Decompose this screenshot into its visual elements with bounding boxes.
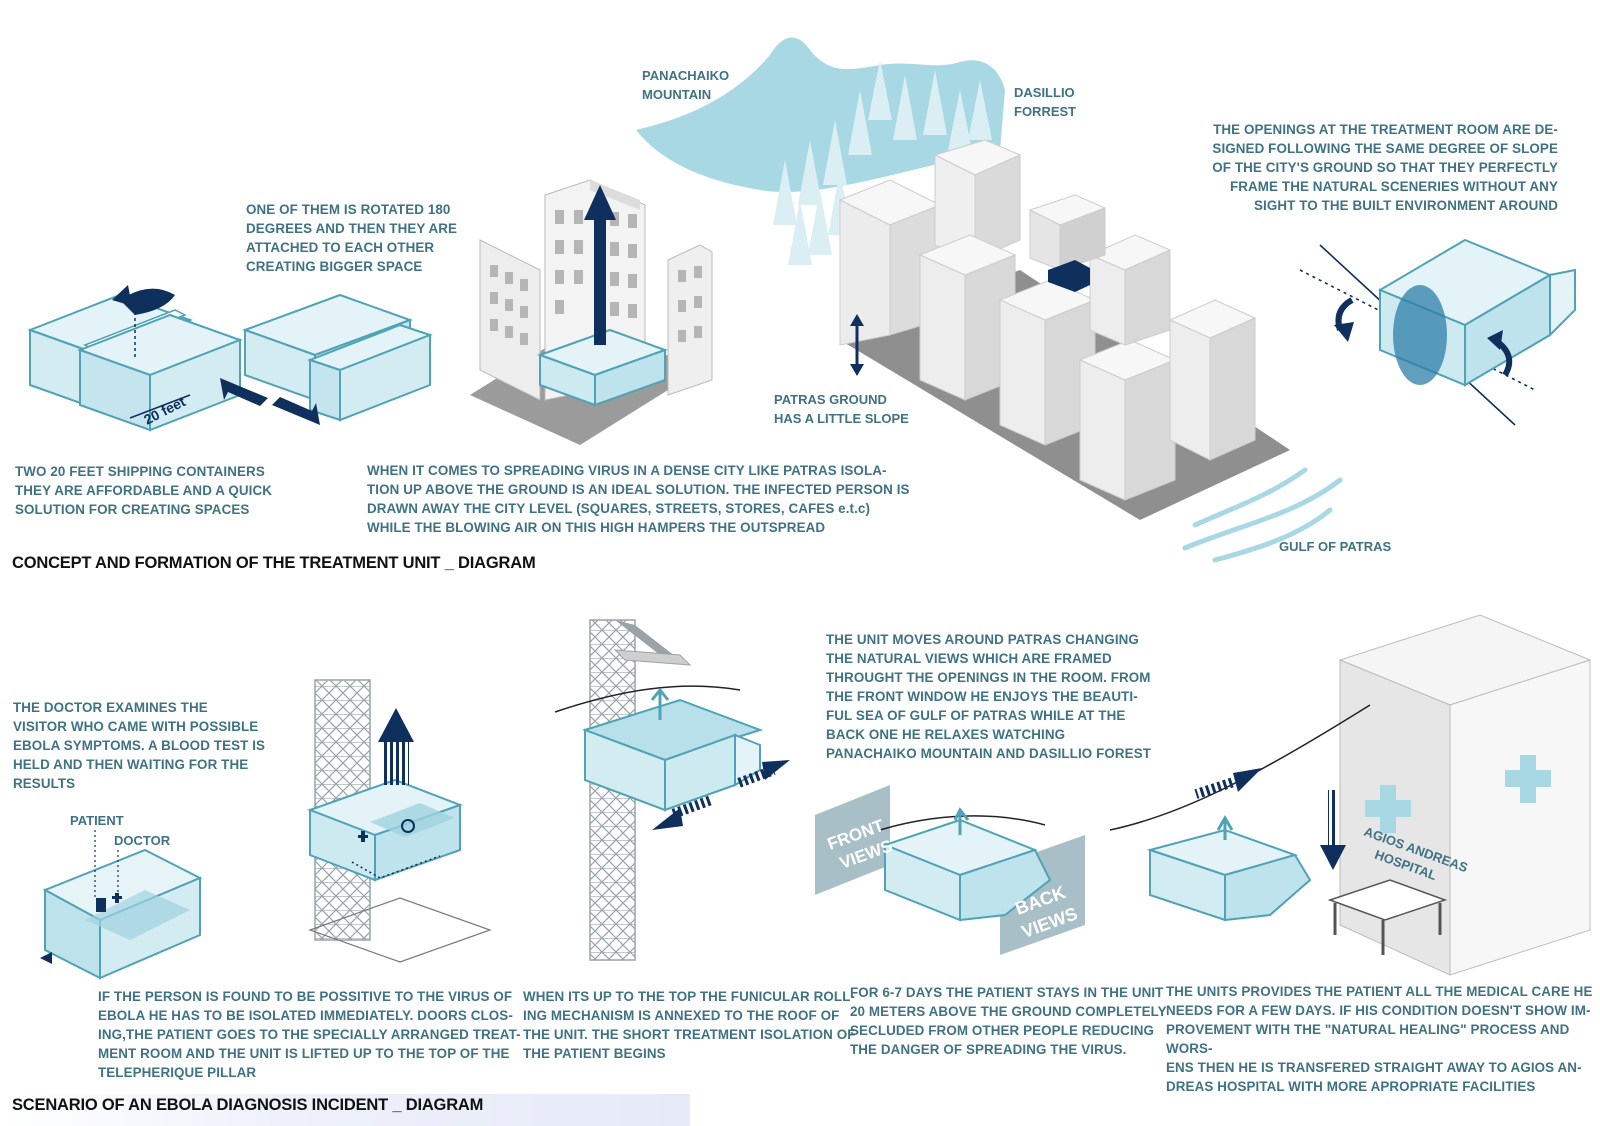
gulf-label: GULF OF PATRAS <box>1279 539 1392 554</box>
bottom-fade <box>0 1094 690 1126</box>
panachaiko-mountain <box>636 37 1005 192</box>
top-caption: WHEN ITS UP TO THE TOP THE FUNICULAR ROL… <box>523 989 856 1061</box>
telepherique-pillar <box>554 619 790 961</box>
concept-heading: CONCEPT AND FORMATION OF THE TREATMENT U… <box>12 554 536 572</box>
patient-label: PATIENT <box>70 813 124 828</box>
openings-caption: THE OPENINGS AT THE TREATMENT ROOM ARE D… <box>1212 122 1558 213</box>
doctor-examines-caption: THE DOCTOR EXAMINES THE VISITOR WHO CAME… <box>13 700 266 791</box>
possitive-caption: IF THE PERSON IS FOUND TO BE POSSITIVE T… <box>98 989 521 1080</box>
unit-moves-caption: THE UNIT MOVES AROUND PATRAS CHANGING TH… <box>826 632 1152 761</box>
container-pair-separated <box>220 293 433 425</box>
lift-tower <box>307 679 492 963</box>
days-caption: FOR 6-7 DAYS THE PATIENT STAYS IN THE UN… <box>850 985 1167 1057</box>
spreading-caption: WHEN IT COMES TO SPREADING VIRUS IN A DE… <box>367 463 910 535</box>
containers-caption: TWO 20 FEET SHIPPING CONTAINERS THEY ARE… <box>15 464 273 517</box>
patras-ground-label: PATRAS GROUND HAS A LITTLE SLOPE <box>774 392 909 426</box>
gulf-waves <box>1182 467 1343 563</box>
hospital-transfer <box>1109 614 1592 976</box>
rotated-caption: ONE OF THEM IS ROTATED 180 DEGREES AND T… <box>246 202 458 274</box>
views-unit <box>815 785 1085 955</box>
framing-unit <box>1299 238 1576 426</box>
patras-city-slope <box>838 139 1290 520</box>
container-pair-rotating <box>27 285 243 432</box>
panachaiko-label: PANACHAIKO MOUNTAIN <box>642 68 730 102</box>
city-block-lift <box>470 179 713 445</box>
scenario-heading: SCENARIO OF AN EBOLA DIAGNOSIS INCIDENT … <box>12 1096 484 1114</box>
dasillio-label: DASILLIO FORREST <box>1014 85 1077 119</box>
exam-room <box>40 830 203 980</box>
doctor-label: DOCTOR <box>114 833 171 848</box>
medical-caption: THE UNITS PROVIDES THE PATIENT ALL THE M… <box>1166 984 1593 1094</box>
